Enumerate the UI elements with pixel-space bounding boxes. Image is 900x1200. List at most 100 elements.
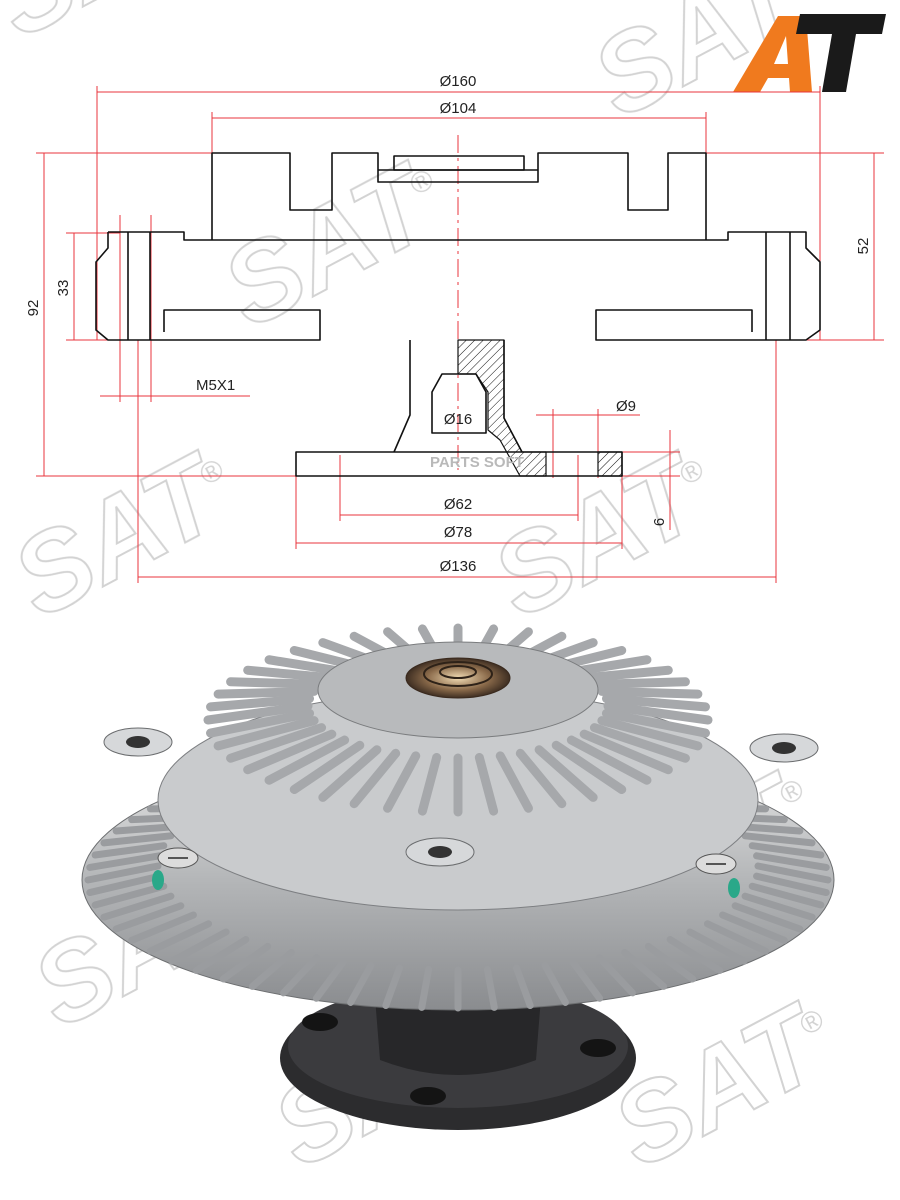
at-logo bbox=[733, 14, 886, 92]
cooling-fin bbox=[474, 752, 499, 816]
dim-d62: Ø62 bbox=[444, 496, 472, 513]
cooling-fin bbox=[754, 862, 832, 884]
cooling-fin bbox=[601, 694, 710, 712]
cooling-fin bbox=[280, 954, 321, 997]
dim-d136: Ø136 bbox=[440, 558, 477, 575]
cooling-fin bbox=[495, 751, 533, 813]
cooling-fin bbox=[753, 872, 830, 897]
dim-d160: Ø160 bbox=[440, 73, 477, 90]
dim-6: 6 bbox=[651, 518, 668, 526]
technical-drawing: Ø160 Ø104 52 92 33 M5X1 Ø16 Ø9 Ø62 Ø78 Ø… bbox=[25, 73, 884, 583]
dim-33: 33 bbox=[55, 280, 72, 297]
cooling-fin bbox=[741, 832, 816, 847]
cooling-fin bbox=[312, 958, 347, 1002]
cooling-fin bbox=[579, 729, 673, 775]
cooling-fin bbox=[741, 892, 816, 921]
product-photo bbox=[81, 623, 835, 1130]
hub-section-hatch bbox=[457, 339, 547, 477]
cooling-fin bbox=[483, 965, 498, 1011]
cooling-fin bbox=[753, 852, 830, 871]
dimension-labels: Ø160 Ø104 52 92 33 M5X1 Ø16 Ø9 Ø62 Ø78 Ø… bbox=[25, 73, 872, 575]
cooling-fin bbox=[515, 748, 567, 809]
cooling-fin bbox=[86, 872, 163, 897]
watermark-text: SAT bbox=[0, 0, 225, 61]
sat-watermark: SAT® bbox=[0, 0, 226, 62]
dimension-lines bbox=[36, 86, 884, 583]
cooling-fin bbox=[112, 902, 185, 933]
cooling-fin bbox=[248, 948, 295, 990]
sat-watermark: SAT® bbox=[203, 138, 457, 352]
cooling-fin bbox=[589, 723, 690, 763]
cooling-fin bbox=[644, 942, 697, 983]
dim-d78: Ø78 bbox=[444, 524, 472, 541]
cooling-fin bbox=[264, 735, 350, 785]
cooling-fin bbox=[213, 686, 319, 699]
cooling-fin bbox=[206, 708, 315, 738]
flange-bolt-hole bbox=[580, 1039, 616, 1057]
cooling-fin bbox=[748, 842, 825, 859]
dim-d9: Ø9 bbox=[616, 398, 636, 415]
cooling-fin bbox=[203, 701, 313, 725]
cooling-fin bbox=[243, 665, 337, 683]
cooling-fin bbox=[731, 902, 804, 933]
cooling-fin bbox=[513, 964, 534, 1010]
cooling-fin bbox=[128, 911, 197, 944]
cooling-fin bbox=[579, 665, 673, 683]
cooling-fin bbox=[703, 920, 770, 955]
cooling-fin bbox=[418, 965, 433, 1011]
cooling-fin bbox=[566, 735, 652, 785]
flange-bolt-hole bbox=[410, 1087, 446, 1105]
screw-right bbox=[695, 853, 740, 898]
cooling-fin bbox=[226, 723, 327, 763]
cooling-fin bbox=[569, 958, 604, 1002]
cooling-fin bbox=[318, 745, 382, 802]
cooling-fin bbox=[719, 911, 788, 944]
cooling-fin bbox=[748, 882, 825, 909]
dim-d16: Ø16 bbox=[444, 411, 472, 428]
cooling-fin bbox=[100, 832, 175, 847]
cooling-fin bbox=[206, 694, 315, 712]
bolt-section-hatch bbox=[597, 451, 623, 477]
cooling-fin bbox=[100, 892, 175, 921]
cooling-fin bbox=[84, 862, 162, 884]
cooling-fin bbox=[219, 942, 272, 983]
cooling-fin bbox=[91, 882, 168, 909]
cooling-fin bbox=[86, 852, 163, 871]
cooling-fin bbox=[347, 962, 375, 1006]
cooling-fin bbox=[213, 716, 319, 751]
cooling-fin bbox=[597, 686, 703, 699]
cooling-fin bbox=[551, 740, 627, 795]
logo-letter-t bbox=[796, 14, 886, 92]
cooling-fin bbox=[595, 954, 636, 997]
cooling-fin bbox=[91, 842, 168, 859]
screw-left bbox=[152, 847, 199, 890]
dim-52: 52 bbox=[855, 238, 872, 255]
dim-thread: M5X1 bbox=[196, 377, 235, 394]
cooling-fin bbox=[541, 962, 569, 1006]
cooling-fin bbox=[226, 677, 327, 689]
cooling-fin bbox=[601, 708, 710, 738]
cooling-fin bbox=[603, 701, 713, 725]
cooling-fin bbox=[597, 716, 703, 751]
cooling-fin bbox=[686, 928, 748, 965]
cooling-fin bbox=[146, 920, 213, 955]
logo-letter-a bbox=[733, 16, 812, 92]
cooling-fin bbox=[589, 677, 690, 689]
cooling-fin bbox=[192, 936, 250, 975]
dim-92: 92 bbox=[25, 300, 42, 317]
cooling-fin bbox=[289, 740, 365, 795]
parts-soft-watermark: PARTS SOFT bbox=[430, 454, 524, 471]
sat-watermark: SAT® bbox=[593, 978, 847, 1192]
cooling-fin bbox=[417, 752, 442, 816]
cooling-fin bbox=[168, 928, 230, 965]
cooling-fin bbox=[243, 729, 337, 775]
dim-d104: Ø104 bbox=[440, 100, 477, 117]
cooling-fin bbox=[666, 936, 724, 975]
sat-watermark: SAT® bbox=[0, 428, 246, 642]
cooling-fin bbox=[382, 964, 403, 1010]
cooling-fin bbox=[349, 748, 401, 809]
cooling-fin bbox=[621, 948, 668, 990]
cooling-fin bbox=[383, 751, 421, 813]
